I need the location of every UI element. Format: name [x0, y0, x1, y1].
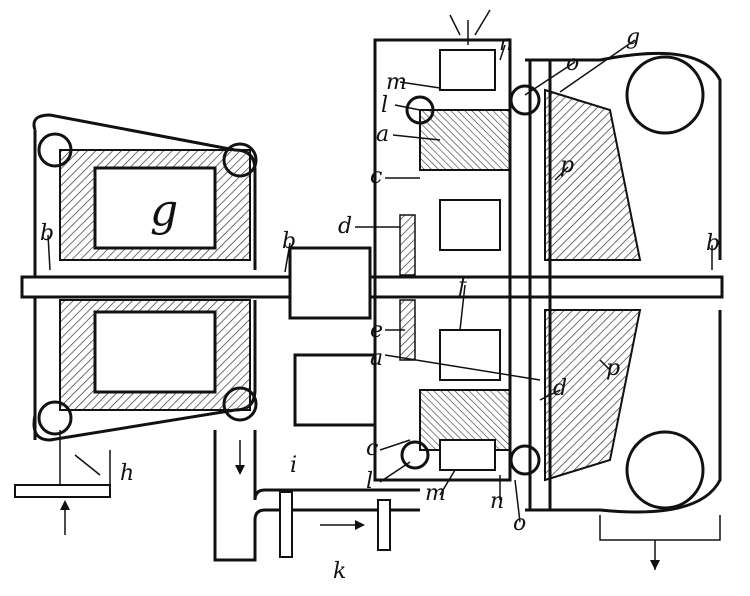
- label-b-left: b: [40, 221, 54, 246]
- label-n-top: n: [499, 31, 513, 56]
- label-h: h: [120, 461, 134, 486]
- label-p-top: p: [560, 153, 574, 178]
- label-b-right: b: [706, 231, 720, 256]
- label-k: k: [333, 559, 346, 584]
- label-a-top: a: [376, 122, 389, 147]
- label-c-bottom: c: [366, 436, 378, 461]
- label-m-bottom: m: [425, 481, 446, 506]
- label-m-top: m: [386, 70, 407, 95]
- main-shaft: [20, 246, 724, 320]
- label-d-right: d: [553, 376, 567, 401]
- label-i: i: [290, 453, 297, 478]
- label-g-top: g: [626, 25, 640, 50]
- label-d-top: d: [338, 214, 352, 239]
- label-a-bottom: a: [370, 346, 383, 371]
- left-casing: [14, 113, 258, 498]
- label-e: e: [370, 318, 383, 343]
- intake-arrow: [60, 500, 70, 535]
- leader-lines: [47, 39, 713, 523]
- label-l-top: l: [381, 93, 388, 118]
- central-engine: [293, 9, 512, 482]
- label-n-bottom: n: [490, 489, 504, 514]
- label-o-bottom: o: [513, 511, 526, 536]
- label-p-bottom: p: [606, 356, 620, 381]
- connecting-pipe: [213, 430, 420, 562]
- label-l-bottom: l: [366, 469, 373, 494]
- right-turbine: [509, 51, 722, 570]
- label-c-top: c: [370, 164, 382, 189]
- label-b-mid: b: [282, 229, 296, 254]
- label-g-left: g: [150, 185, 178, 236]
